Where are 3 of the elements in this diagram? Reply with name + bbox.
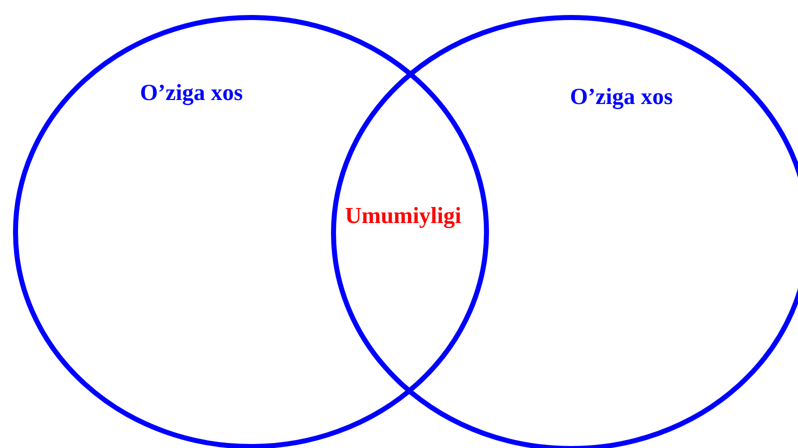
set-label: O’ziga xos (570, 85, 673, 108)
set-label: O’ziga xos (140, 81, 243, 104)
overlap-label: Umumiyligi (345, 204, 462, 227)
